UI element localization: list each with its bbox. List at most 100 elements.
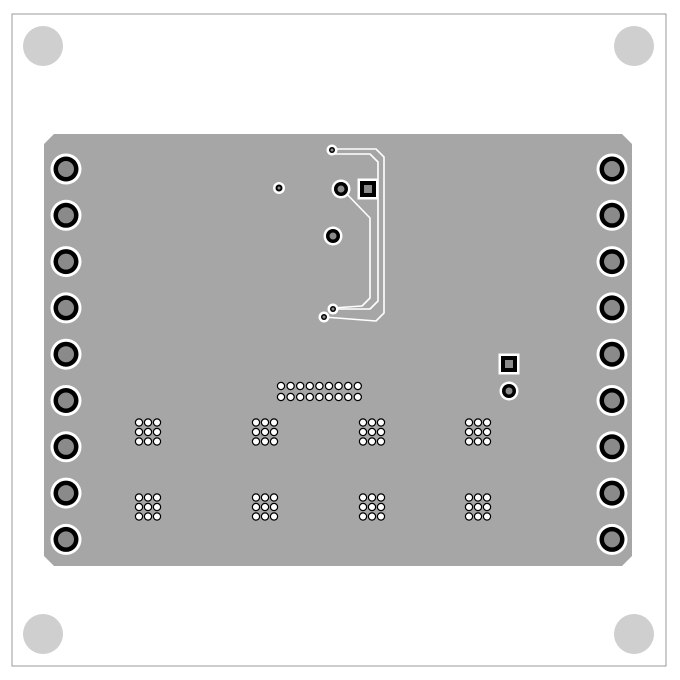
upper-lower-pad-drill <box>329 232 337 240</box>
via-cluster-5-r1-c3 <box>152 493 162 502</box>
right-round-pad-drill <box>505 387 513 395</box>
via-cluster-5-r3-c2 <box>143 512 153 521</box>
connector-via-r1-c6 <box>324 381 334 391</box>
right-header-pin-1-drill <box>604 161 620 177</box>
small-via-left-drill <box>277 186 281 190</box>
via-cluster-8-r3-c2 <box>473 512 483 521</box>
via-cluster-1-r3-c2 <box>143 437 153 446</box>
via-cluster-5-r1-c1 <box>134 493 144 502</box>
connector-via-r2-c9 <box>353 392 362 402</box>
connector-via-r1-c8 <box>344 381 353 391</box>
via-cluster-6-r3-c3 <box>269 512 279 521</box>
via-cluster-8-r1-c2 <box>473 493 483 502</box>
via-cluster-8-r2-c1 <box>464 502 474 512</box>
via-cluster-8-r2-c2 <box>473 502 483 512</box>
via-cluster-7-r3-c2 <box>367 512 377 521</box>
via-cluster-1-r2-c3 <box>152 427 162 437</box>
right-header-pin-2-drill <box>604 207 620 224</box>
via-cluster-1-r2-c2 <box>143 427 153 437</box>
via-cluster-5-r1-c2 <box>143 493 153 502</box>
connector-via-r1-c1 <box>276 381 286 391</box>
connector-via-r2-c5 <box>315 392 324 402</box>
via-cluster-4-r2-c1 <box>464 427 474 437</box>
connector-via-r1-c5 <box>315 381 324 391</box>
via-cluster-3-r1-c3 <box>376 418 386 427</box>
via-cluster-3-r2-c3 <box>376 427 386 437</box>
via-cluster-4-r3-c1 <box>464 437 474 446</box>
mounting-hole-3 <box>23 614 63 654</box>
via-cluster-6-r2-c3 <box>269 502 279 512</box>
via-cluster-1-r1-c1 <box>134 418 144 427</box>
via-cluster-7-r3-c3 <box>376 512 386 521</box>
left-header-pin-5-drill <box>58 346 74 363</box>
right-header-pin-4-drill <box>604 299 620 316</box>
via-cluster-4-r2-c3 <box>482 427 492 437</box>
via-cluster-4-r1-c1 <box>464 418 474 427</box>
via-cluster-3-r3-c1 <box>358 437 368 446</box>
via-cluster-8-r2-c3 <box>482 502 492 512</box>
connector-via-r2-c4 <box>305 392 314 402</box>
copper-pour <box>44 134 632 566</box>
via-cluster-1-r3-c3 <box>152 437 162 446</box>
via-cluster-8-r3-c3 <box>482 512 492 521</box>
via-cluster-7-r1-c1 <box>358 493 368 502</box>
mounting-hole-1 <box>23 26 63 66</box>
right-header-pin-5-drill <box>604 346 620 363</box>
left-header-pin-3-drill <box>58 253 74 270</box>
via-cluster-5-r2-c2 <box>143 502 153 512</box>
via-cluster-4-r1-c3 <box>482 418 492 427</box>
via-cluster-4-r2-c2 <box>473 427 483 437</box>
board-outline <box>11 13 667 667</box>
via-cluster-3-r1-c2 <box>367 418 377 427</box>
connector-via-r2-c3 <box>296 392 305 402</box>
trace-end-middle-drill <box>331 307 335 311</box>
via-cluster-8-r1-c1 <box>464 493 474 502</box>
trace-inner <box>332 187 371 309</box>
connector-via-r1-c4 <box>305 381 314 391</box>
via-cluster-1-r2-c1 <box>134 427 144 437</box>
via-cluster-4-r1-c2 <box>473 418 483 427</box>
trace-outer <box>323 148 385 322</box>
mounting-hole-4 <box>614 614 654 654</box>
via-cluster-3-r3-c3 <box>376 437 386 446</box>
via-cluster-2-r2-c2 <box>260 427 270 437</box>
via-cluster-2-r1-c3 <box>269 418 279 427</box>
connector-via-r2-c6 <box>324 392 334 402</box>
via-cluster-5-r3-c1 <box>134 512 144 521</box>
via-cluster-6-r1-c2 <box>260 493 270 502</box>
right-header-pin-3-drill <box>604 253 620 270</box>
via-cluster-7-r2-c3 <box>376 502 386 512</box>
left-header-pin-2-drill <box>58 207 74 224</box>
left-header-pin-1-drill <box>58 161 74 177</box>
via-cluster-1-r3-c1 <box>134 437 144 446</box>
via-cluster-8-r1-c3 <box>482 493 492 502</box>
via-cluster-1-r1-c2 <box>143 418 153 427</box>
via-cluster-2-r3-c1 <box>251 437 261 446</box>
trace-end-top-drill <box>330 148 334 152</box>
left-header-pin-7-drill <box>58 438 74 455</box>
via-cluster-2-r1-c2 <box>260 418 270 427</box>
via-cluster-2-r3-c3 <box>269 437 279 446</box>
via-cluster-3-r1-c1 <box>358 418 368 427</box>
via-cluster-2-r2-c1 <box>251 427 261 437</box>
via-cluster-5-r3-c3 <box>152 512 162 521</box>
via-cluster-2-r2-c3 <box>269 427 279 437</box>
left-header-pin-6-drill <box>58 392 74 409</box>
upper-square-pad-drill <box>364 185 372 193</box>
via-cluster-1-r1-c3 <box>152 418 162 427</box>
left-header-pin-8-drill <box>58 485 74 502</box>
via-cluster-3-r3-c2 <box>367 437 377 446</box>
trace-middle <box>332 153 379 310</box>
connector-via-r2-c7 <box>334 392 343 402</box>
via-cluster-3-r2-c1 <box>358 427 368 437</box>
via-cluster-6-r1-c1 <box>251 493 261 502</box>
left-header-pin-9-drill <box>58 531 74 548</box>
right-header-pin-6-drill <box>604 392 620 409</box>
connector-via-r1-c7 <box>334 381 343 391</box>
connector-via-r1-c3 <box>296 381 305 391</box>
right-square-pad-drill <box>505 360 513 368</box>
connector-via-r2-c2 <box>286 392 295 402</box>
upper-round-pad-drill <box>337 185 345 193</box>
via-cluster-5-r2-c1 <box>134 502 144 512</box>
